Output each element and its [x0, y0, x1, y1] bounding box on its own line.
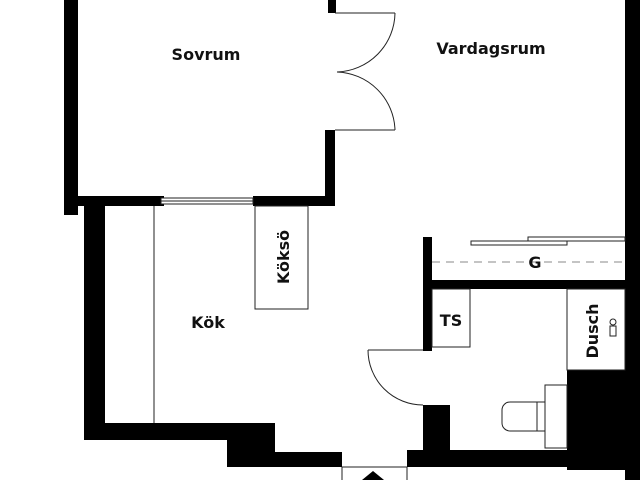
walls [64, 0, 640, 480]
shower-head-icon [609, 318, 617, 337]
entrance-arrow-icon [362, 471, 384, 480]
entrance[interactable] [341, 466, 408, 480]
room-label-bedroom: Sovrum [172, 45, 241, 64]
room-label-kitchen-island: Köksö [274, 230, 293, 284]
double-door[interactable] [335, 12, 396, 131]
wardrobe-sliding-doors[interactable] [432, 236, 626, 263]
room-label-shower: Dusch [583, 303, 602, 358]
room-label-wardrobe: G [528, 253, 541, 272]
room-label-washer-dryer: TS [440, 311, 462, 330]
bathroom-door[interactable] [367, 349, 424, 406]
shower-area [566, 288, 626, 371]
washer-dryer-box [431, 288, 471, 348]
room-label-living-room: Vardagsrum [436, 39, 545, 58]
kitchen-island [254, 205, 309, 310]
room-label-kitchen: Kök [191, 313, 225, 332]
bedroom-window [160, 197, 254, 205]
toilet-icon [501, 384, 568, 449]
